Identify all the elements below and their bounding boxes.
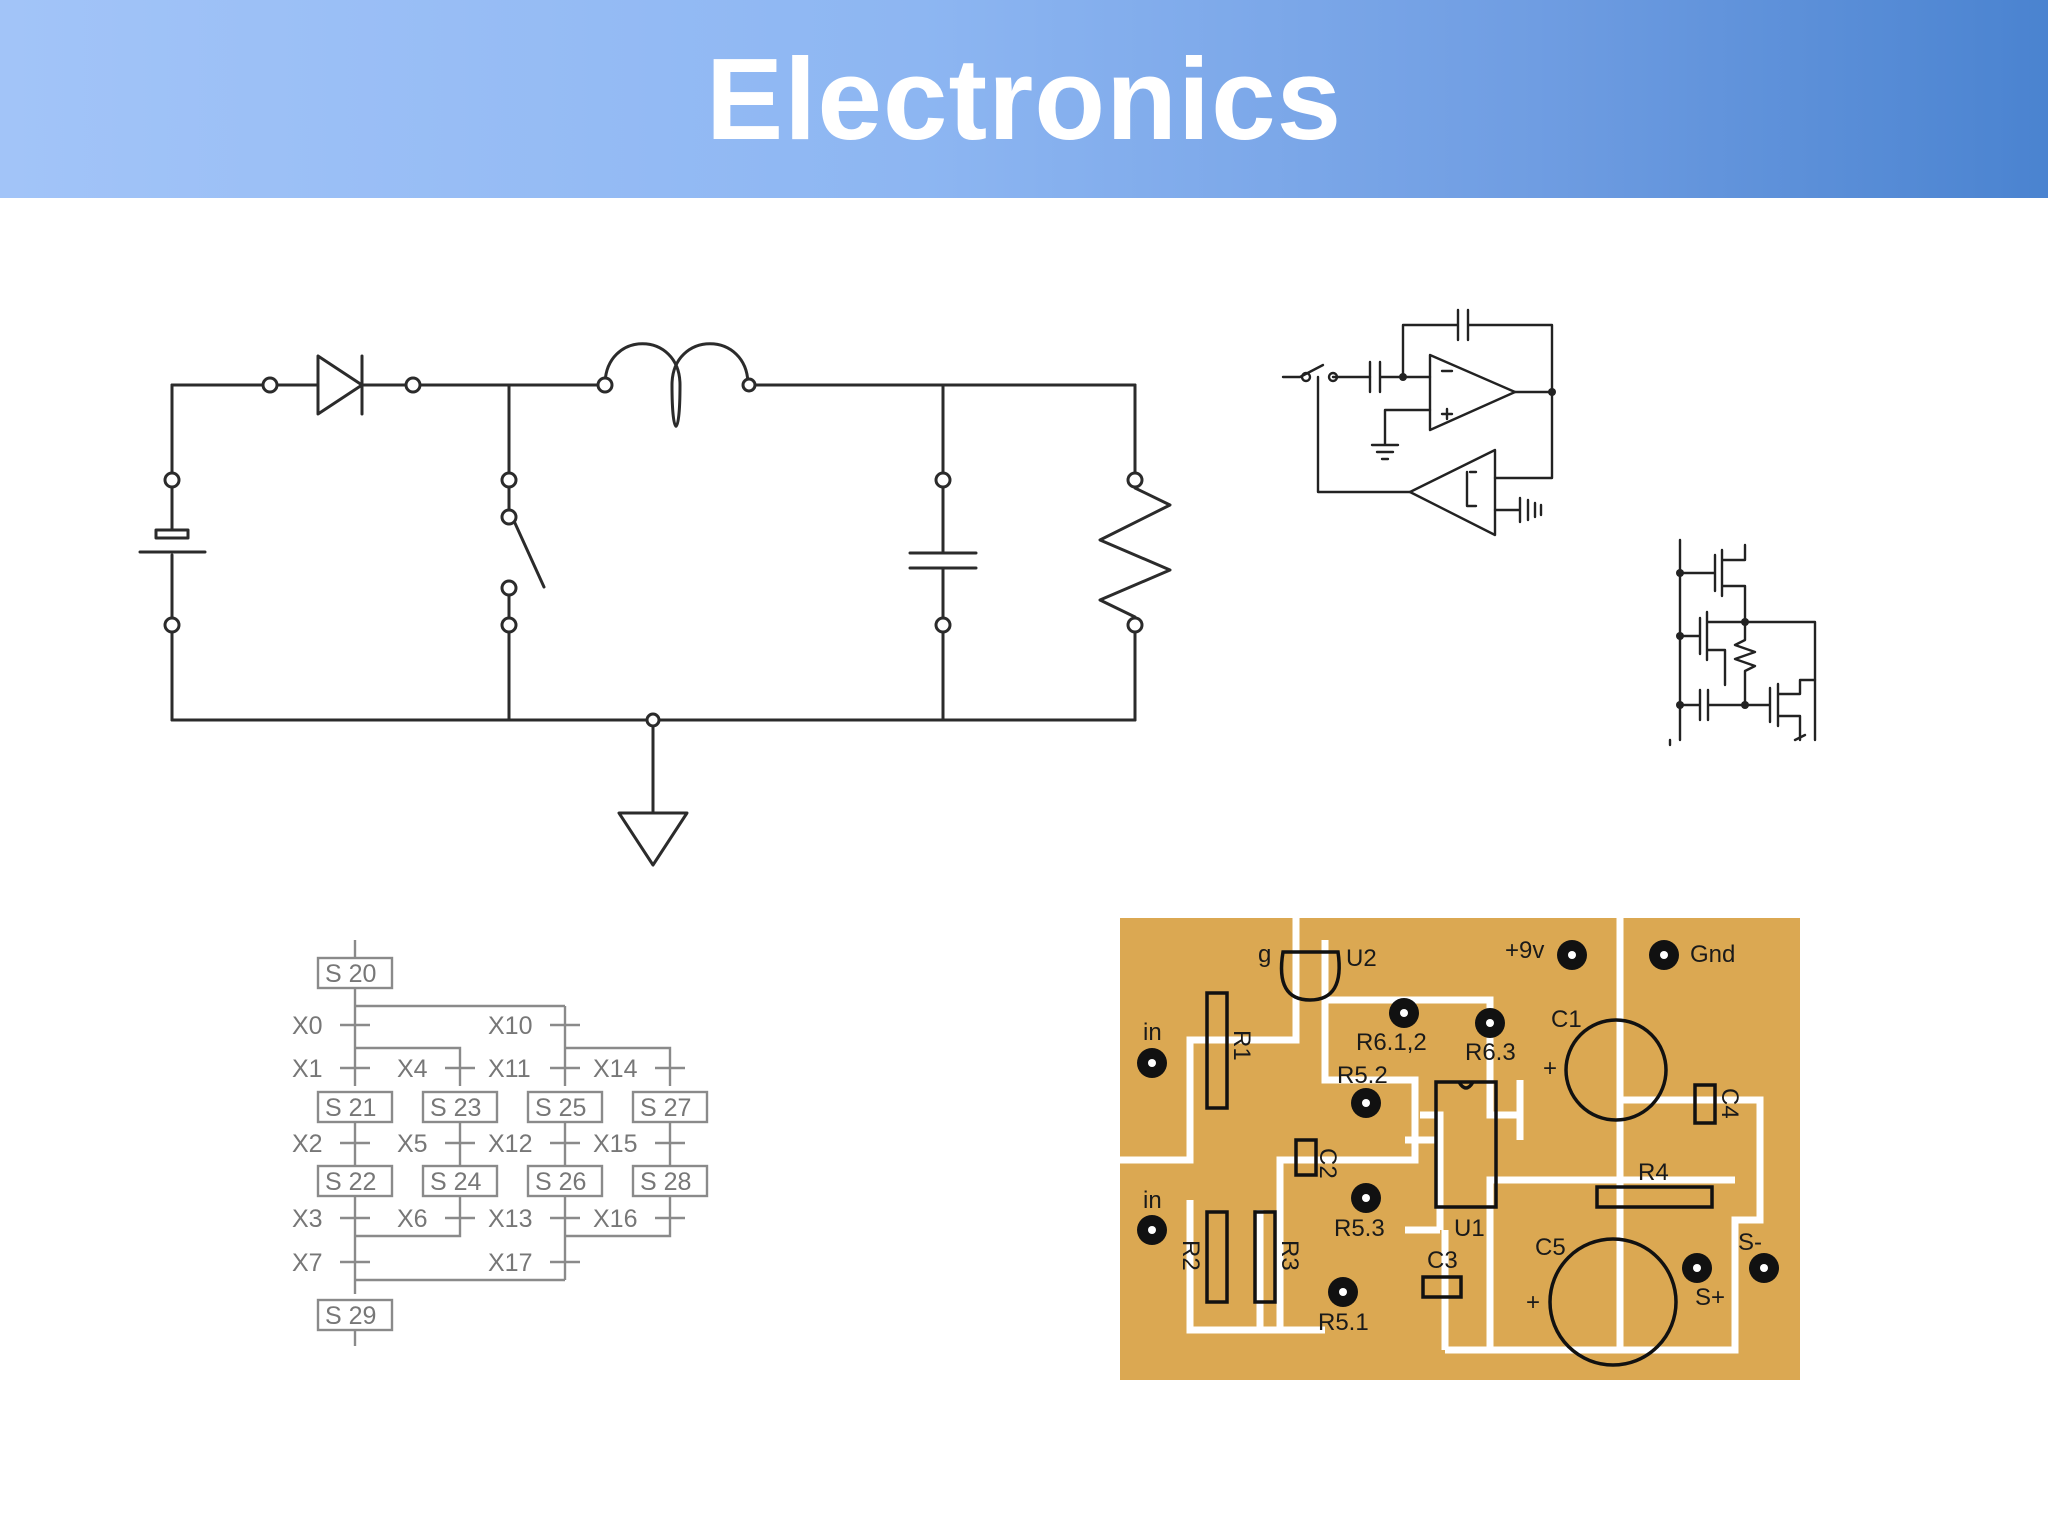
sfc-step: S 23 (430, 1094, 481, 1122)
pcb-board (1120, 918, 1800, 1380)
sfc-step: S 27 (640, 1094, 691, 1122)
sfc-transition: X6 (397, 1205, 428, 1233)
pcb-label: S+ (1695, 1284, 1725, 1311)
pcb-label: C5 (1535, 1234, 1566, 1261)
sfc-grafcet-diagram: S 20 S 21 S 23 S 25 S 27 S 22 S 24 S 26 … (292, 940, 709, 1346)
pcb-label: R6.1,2 (1356, 1029, 1427, 1056)
pcb-label: C1 (1551, 1006, 1582, 1033)
sfc-transition: X4 (397, 1055, 428, 1083)
pcb-layout: U2 g +9v Gnd in R1 R6.1,2 R6.3 C1 R5.2 C… (1120, 918, 1800, 1380)
diode-symbol (316, 354, 364, 416)
pcb-label: U2 (1346, 945, 1377, 972)
pcb-label: S- (1738, 1229, 1762, 1256)
resistor-symbol (1098, 383, 1172, 722)
power-circuit-schematic (138, 342, 1172, 867)
pcb-label: g (1258, 941, 1271, 968)
pcb-label: + (1543, 1055, 1557, 1082)
pcb-label: C4 (1716, 1088, 1743, 1119)
sfc-step: S 25 (535, 1094, 586, 1122)
pcb-label: Gnd (1690, 941, 1735, 968)
pcb-label: U1 (1454, 1215, 1485, 1242)
pcb-label: in (1143, 1187, 1162, 1214)
sfc-transition: X16 (593, 1205, 637, 1233)
pcb-label: C2 (1314, 1148, 1341, 1179)
pcb-label: R5.3 (1334, 1215, 1385, 1242)
mosfet-circuit-schematic (1668, 538, 1817, 747)
pcb-label: R4 (1638, 1159, 1669, 1186)
pcb-label: R6.3 (1465, 1039, 1516, 1066)
sfc-step: S 20 (325, 960, 376, 988)
pcb-label: + (1526, 1289, 1540, 1316)
page-title: Electronics (705, 34, 1343, 164)
sfc-step: S 26 (535, 1168, 586, 1196)
capacitor-symbol (908, 383, 978, 722)
sfc-transition: X10 (488, 1012, 532, 1040)
sfc-transition: X11 (488, 1055, 531, 1083)
pcb-label: R3 (1276, 1240, 1303, 1271)
sfc-transition: X14 (593, 1055, 638, 1083)
sfc-transition: X17 (488, 1249, 532, 1277)
sfc-transition: X7 (292, 1249, 323, 1277)
sfc-transition: X2 (292, 1130, 323, 1158)
sfc-step: S 21 (325, 1094, 376, 1122)
pcb-label: R5.2 (1337, 1062, 1388, 1089)
sfc-transition: X5 (397, 1130, 428, 1158)
sfc-transition: X3 (292, 1205, 323, 1233)
sfc-step: S 28 (640, 1168, 691, 1196)
sfc-transition: X1 (292, 1055, 323, 1083)
pcb-label: +9v (1505, 937, 1544, 964)
sfc-step: S 24 (430, 1168, 482, 1196)
pcb-label: C3 (1427, 1247, 1458, 1274)
sfc-transition: X15 (593, 1130, 637, 1158)
inductor-symbol (596, 342, 757, 428)
sfc-transition: X12 (488, 1130, 532, 1158)
pcb-label: R2 (1177, 1240, 1204, 1271)
switch-symbol (500, 383, 546, 722)
ground-symbol (617, 712, 689, 867)
sfc-step: S 29 (325, 1302, 376, 1330)
sfc-transition: X13 (488, 1205, 532, 1233)
battery-symbol (138, 383, 207, 722)
pcb-label: R5.1 (1318, 1309, 1369, 1336)
sfc-transition: X0 (292, 1012, 323, 1040)
title-banner: Electronics (0, 0, 2048, 198)
opamp-circuit-schematic (1281, 308, 1556, 537)
pcb-label: R1 (1228, 1030, 1255, 1061)
sfc-step: S 22 (325, 1168, 376, 1196)
pcb-label: in (1143, 1019, 1162, 1046)
